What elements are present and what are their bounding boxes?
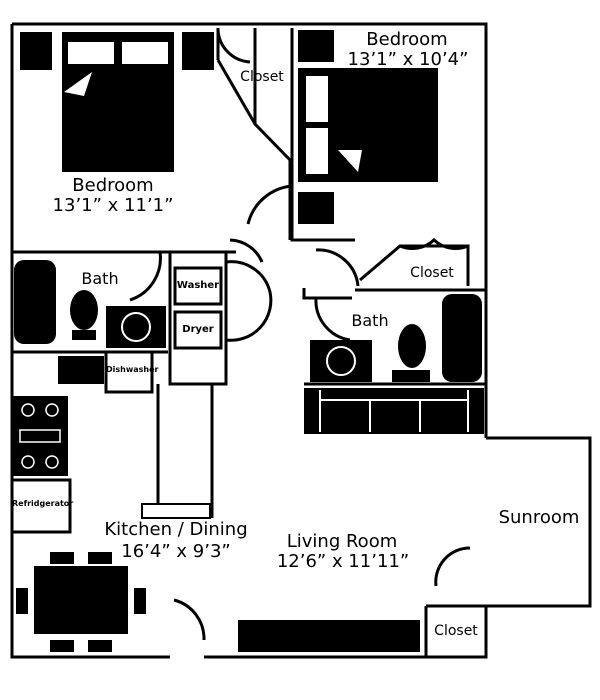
sunroom-wall	[486, 436, 592, 608]
sunroom-label: Sunroom	[498, 507, 580, 528]
door-swing	[229, 238, 264, 263]
closet3-wall	[424, 604, 486, 657]
bedroom1-size: 13’1” x 11’1”	[52, 195, 174, 216]
dining-table	[34, 566, 128, 634]
door-swing	[314, 297, 351, 342]
living-size: 12’6” x 11’11”	[276, 551, 410, 572]
bath2-label: Bath	[351, 311, 389, 330]
bath1-label: Bath	[81, 269, 119, 288]
door-swing	[129, 251, 162, 302]
refrigerator	[10, 478, 72, 534]
dryer-label: Dryer	[182, 324, 214, 335]
bedroom2-wall	[290, 28, 355, 242]
nightstand	[298, 30, 334, 62]
sofa	[304, 388, 484, 434]
door-swing	[399, 237, 469, 250]
bedroom1-name: Bedroom	[72, 175, 154, 196]
kitchen-size: 16’4” x 9’3”	[121, 541, 231, 562]
nightstand	[182, 32, 214, 70]
refrigerator-label: Refridgerator	[12, 499, 74, 508]
door-swing	[173, 598, 206, 641]
bath2-wall	[302, 288, 486, 386]
bathtub	[442, 294, 482, 382]
bathtub	[14, 260, 56, 344]
closet1-label: Closet	[240, 69, 284, 85]
washer-label: Washer	[176, 280, 220, 291]
outer-wall	[10, 22, 488, 659]
dishwasher	[104, 350, 154, 394]
nightstand	[20, 32, 52, 70]
door-swing	[434, 546, 471, 587]
laundry-wall	[168, 250, 236, 386]
toilet	[398, 324, 426, 368]
bedroom2-size: 13’1” x 10’4”	[347, 49, 469, 70]
bedroom2-name: Bedroom	[366, 29, 448, 50]
closet2-wall	[355, 244, 486, 292]
hall-wall	[156, 384, 214, 518]
door-swing	[246, 184, 293, 225]
door-swing	[216, 29, 251, 64]
living-name: Living Room	[286, 531, 398, 552]
door-swing	[225, 260, 273, 342]
toilet	[70, 290, 98, 330]
kitchen-name: Kitchen / Dining	[104, 519, 248, 540]
dryer	[173, 310, 223, 350]
door-swing	[315, 248, 360, 287]
tv-console	[238, 620, 420, 652]
washer	[173, 266, 223, 306]
dishwasher-label: Dishwasher	[106, 365, 159, 374]
closet2-label: Closet	[410, 265, 454, 281]
nightstand	[298, 192, 334, 224]
kitchen-sink	[58, 356, 104, 384]
closet3-label: Closet	[434, 623, 478, 639]
